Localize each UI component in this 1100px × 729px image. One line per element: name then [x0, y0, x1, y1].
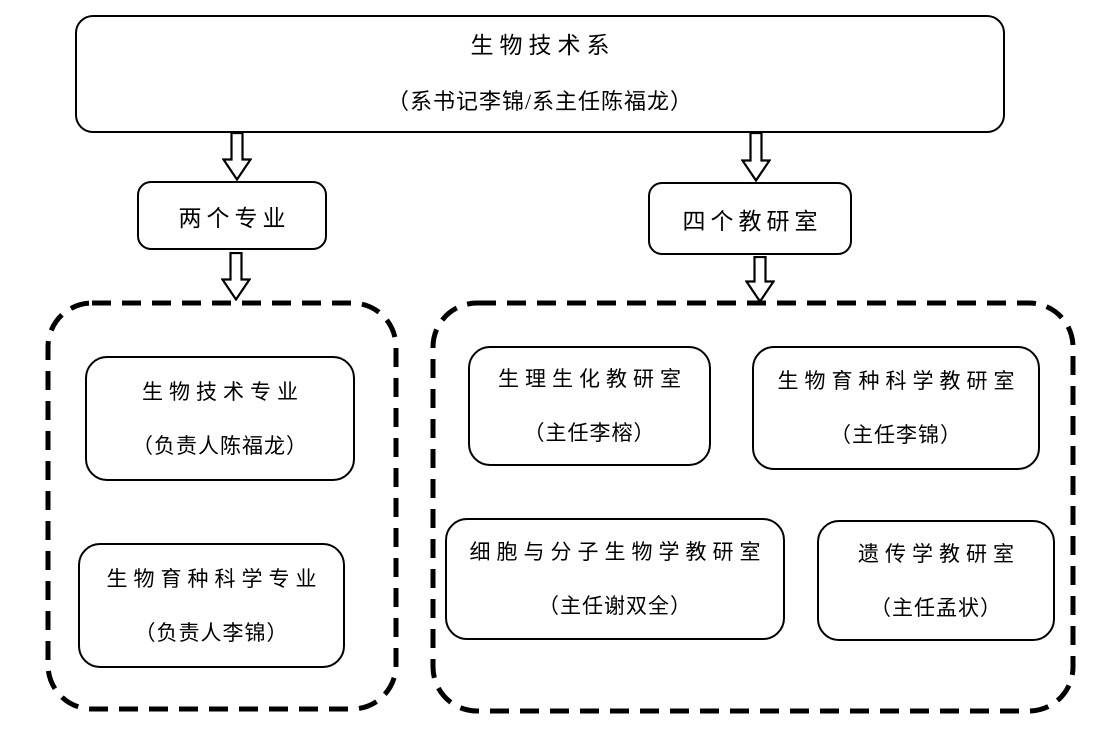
root-node-department: 生物技术系 （系书记李锦/系主任陈福龙）: [75, 15, 1005, 133]
majors-group-container: [45, 300, 399, 712]
down-arrow-icon: [221, 252, 251, 301]
major-node-bio-breeding-science: 生物育种科学专业 （负责人李锦）: [78, 543, 345, 668]
office-node-genetics: 遗传学教研室 （主任孟状）: [817, 520, 1055, 641]
down-arrow-icon: [741, 132, 771, 182]
branch-node-offices: 四个教研室: [648, 182, 852, 255]
down-arrow-icon: [222, 132, 252, 181]
major-node-biotechnology: 生物技术专业 （负责人陈福龙）: [85, 356, 355, 481]
department-title: 生物技术系: [470, 33, 616, 58]
major-name: 生物育种科学专业: [106, 566, 323, 591]
office-name: 生物育种科学教研室: [777, 369, 1021, 393]
down-arrow-icon: [745, 256, 775, 303]
office-node-bio-breeding-science: 生物育种科学教研室 （主任李锦）: [752, 346, 1040, 470]
branch-offices-label: 四个教研室: [682, 208, 823, 234]
branch-majors-label: 两个专业: [178, 205, 291, 231]
office-node-physiology-biochemistry: 生理生化教研室 （主任李榕）: [468, 346, 711, 466]
branch-node-majors: 两个专业: [137, 181, 327, 250]
department-leaders: （系书记李锦/系主任陈福龙）: [386, 89, 694, 114]
major-head: （负责人李锦）: [134, 620, 289, 645]
offices-group-container: [430, 300, 1076, 714]
office-head: （主任李锦）: [830, 423, 962, 447]
office-name: 生理生化教研室: [498, 367, 687, 391]
office-name: 遗传学教研室: [858, 541, 1020, 566]
office-head: （主任谢双全）: [538, 594, 692, 618]
office-head: （主任孟状）: [870, 595, 1002, 620]
office-head: （主任李榕）: [523, 421, 656, 445]
office-node-cell-molecular-biology: 细胞与分子生物学教研室 （主任谢双全）: [445, 518, 785, 640]
office-name: 细胞与分子生物学教研室: [469, 540, 767, 564]
major-head: （负责人陈福龙）: [132, 433, 308, 458]
major-name: 生物技术专业: [142, 379, 304, 404]
